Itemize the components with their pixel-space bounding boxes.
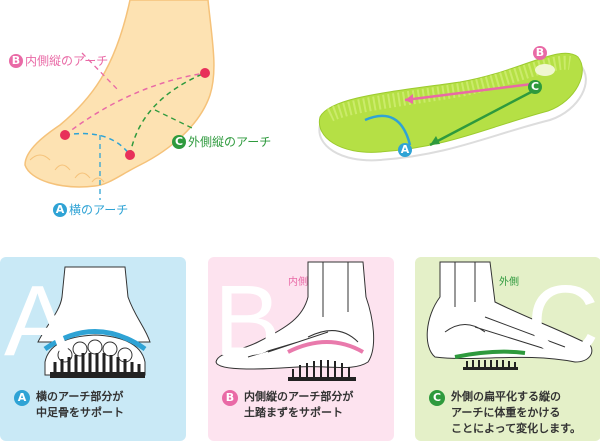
letter-c-icon: C [429, 390, 445, 406]
forefoot-cross-section [37, 266, 151, 378]
panel-letter: C [527, 265, 600, 377]
panel-b: B 内側 B 内側縦のアーチ部分が 土踏まずをサポート [208, 257, 394, 441]
label-text: 横のアーチ [69, 203, 129, 217]
side-label: 外側 [499, 277, 519, 288]
caption-text: 内側縦のアーチ部分が 土踏まずをサポート [244, 390, 354, 419]
letter-b-icon: B [9, 53, 23, 68]
arch-point [60, 130, 70, 140]
caption-text: 外側の扁平化する縦の アーチに体重をかける ことによって変化します。 [451, 390, 582, 435]
label-text: 外側縦のアーチ [188, 135, 272, 149]
panel-caption: C 外側の扁平化する縦の アーチに体重をかける ことによって変化します。 [429, 389, 581, 437]
arch-point [200, 68, 210, 78]
foot-illustration [24, 0, 215, 200]
panel-caption: B 内側縦のアーチ部分が 土踏まずをサポート [222, 389, 353, 421]
insole-illustration [318, 52, 587, 162]
insole-marker-c: C [528, 80, 542, 94]
panel-letter: A [4, 265, 71, 377]
panel-a: A A 横のアーチ部分が 中足骨をサポート [0, 257, 186, 441]
arch-point [125, 150, 135, 160]
letter-c-icon: C [172, 134, 186, 149]
foot-skeleton-lateral [426, 261, 593, 370]
label-outer-arch: C 外側縦のアーチ [172, 133, 271, 150]
panel-c: C 外側 C 外側の扁平化する縦の アーチに体重をかける ことによって変化します… [415, 257, 600, 441]
insole-marker-a: A [398, 143, 412, 157]
insole-marker-b: B [533, 46, 547, 60]
caption-text: 横のアーチ部分が 中足骨をサポート [36, 390, 124, 419]
panel-caption: A 横のアーチ部分が 中足骨をサポート [14, 389, 124, 421]
label-text: 内側縦のアーチ [25, 54, 109, 68]
label-transverse-arch: A 横のアーチ [53, 201, 128, 218]
side-label: 内側 [288, 277, 308, 288]
foot-skeleton-medial [215, 261, 375, 381]
letter-a-icon: A [14, 390, 30, 406]
panel-letter: B [214, 265, 281, 377]
letter-b-icon: B [222, 390, 238, 406]
letter-a-icon: A [53, 202, 67, 217]
label-inner-arch: B 内側縦のアーチ [9, 52, 108, 69]
